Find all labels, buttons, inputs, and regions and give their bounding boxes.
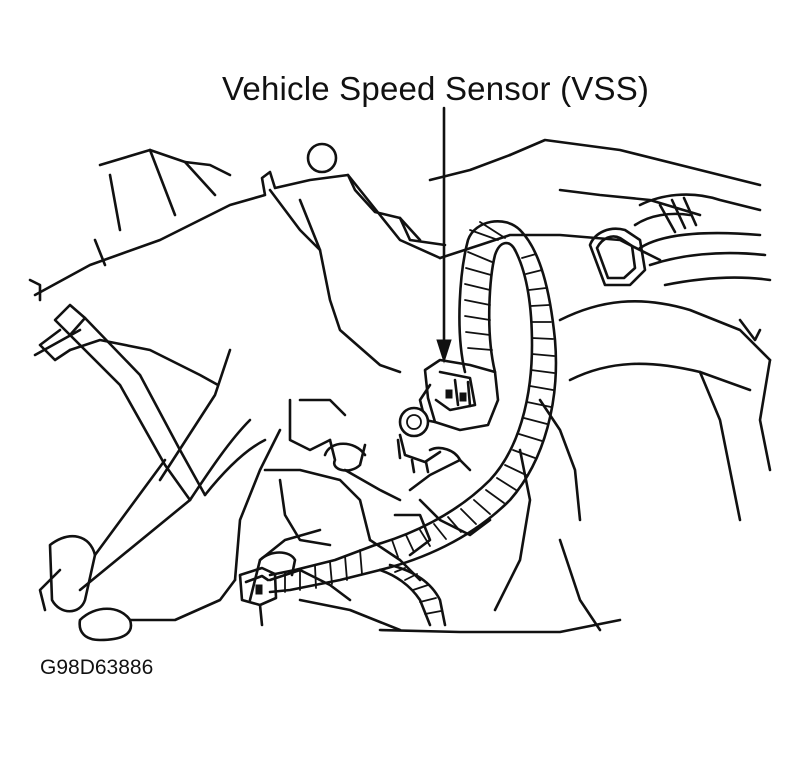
reservoir-cap-icon (306, 142, 338, 174)
vss-callout-label: Vehicle Speed Sensor (VSS) (222, 70, 650, 107)
shift-lever (38, 303, 232, 613)
engine-background-lines (28, 138, 772, 634)
figure-id: G98D63886 (40, 656, 154, 679)
transmission-housing (78, 398, 492, 642)
callout-arrow (436, 106, 452, 364)
wiring-harness (238, 220, 558, 627)
speed-sensor (396, 358, 500, 474)
